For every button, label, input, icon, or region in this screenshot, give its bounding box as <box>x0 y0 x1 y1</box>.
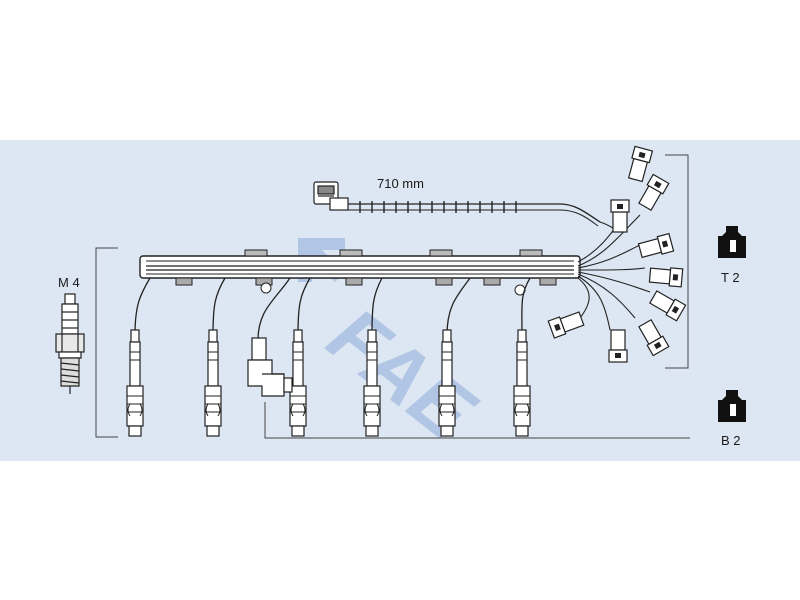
angled-cable-boot <box>247 337 293 397</box>
cable-bus-bar <box>139 249 581 296</box>
watermark-text: FAE <box>313 291 492 459</box>
spark-plug-icon <box>55 293 85 394</box>
long-cable <box>313 181 601 227</box>
connector-icon <box>313 181 349 211</box>
cable-length-label: 710 mm <box>377 176 424 191</box>
cable-boot-1 <box>126 329 144 437</box>
terminal-b2-icon <box>718 390 746 422</box>
terminal-top-label: T 2 <box>721 270 740 285</box>
cable-boot-6 <box>513 329 531 437</box>
spark-plug-label: M 4 <box>58 275 80 290</box>
terminal-bottom-label: B 2 <box>721 433 741 448</box>
terminal-t2-icon <box>718 226 746 258</box>
distributor-terminals <box>547 145 687 363</box>
cable-boot-2 <box>204 329 222 437</box>
